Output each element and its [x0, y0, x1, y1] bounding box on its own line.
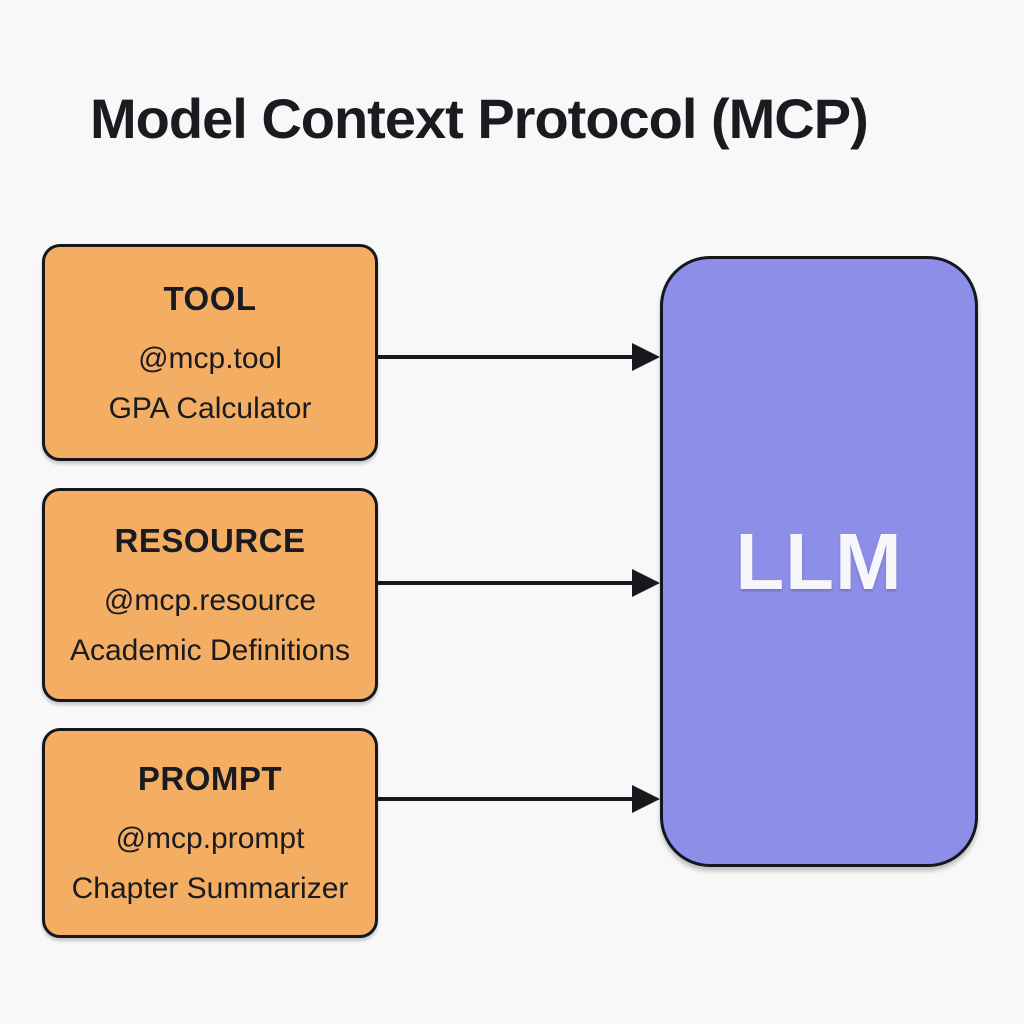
- node-resource-heading: RESOURCE: [114, 522, 306, 559]
- arrowhead-icon: [632, 569, 660, 597]
- arrowhead-icon: [632, 343, 660, 371]
- arrow-shaft: [378, 581, 634, 585]
- node-prompt-example: Chapter Summarizer: [71, 872, 349, 905]
- node-prompt-decorator: @mcp.prompt: [115, 822, 305, 855]
- node-tool-heading: TOOL: [163, 279, 257, 317]
- node-resource: RESOURCE @mcp.resource Academic Definiti…: [42, 488, 378, 702]
- node-tool: TOOL @mcp.tool GPA Calculator: [42, 244, 378, 461]
- arrowhead-icon: [632, 785, 660, 813]
- arrow-shaft: [378, 355, 634, 359]
- node-tool-example: GPA Calculator: [108, 391, 312, 425]
- arrow-shaft: [378, 797, 634, 801]
- node-prompt: PROMPT @mcp.prompt Chapter Summarizer: [42, 728, 378, 938]
- arrow-resource-to-llm: [378, 569, 660, 597]
- node-resource-decorator: @mcp.resource: [103, 584, 317, 617]
- arrow-prompt-to-llm: [378, 785, 660, 813]
- node-tool-decorator: @mcp.tool: [138, 341, 282, 375]
- arrow-tool-to-llm: [378, 343, 660, 371]
- node-llm: LLM: [660, 256, 978, 867]
- node-prompt-heading: PROMPT: [137, 760, 283, 797]
- node-resource-example: Academic Definitions: [69, 634, 351, 667]
- node-llm-label: LLM: [735, 516, 903, 606]
- diagram-title: Model Context Protocol (MCP): [90, 87, 869, 150]
